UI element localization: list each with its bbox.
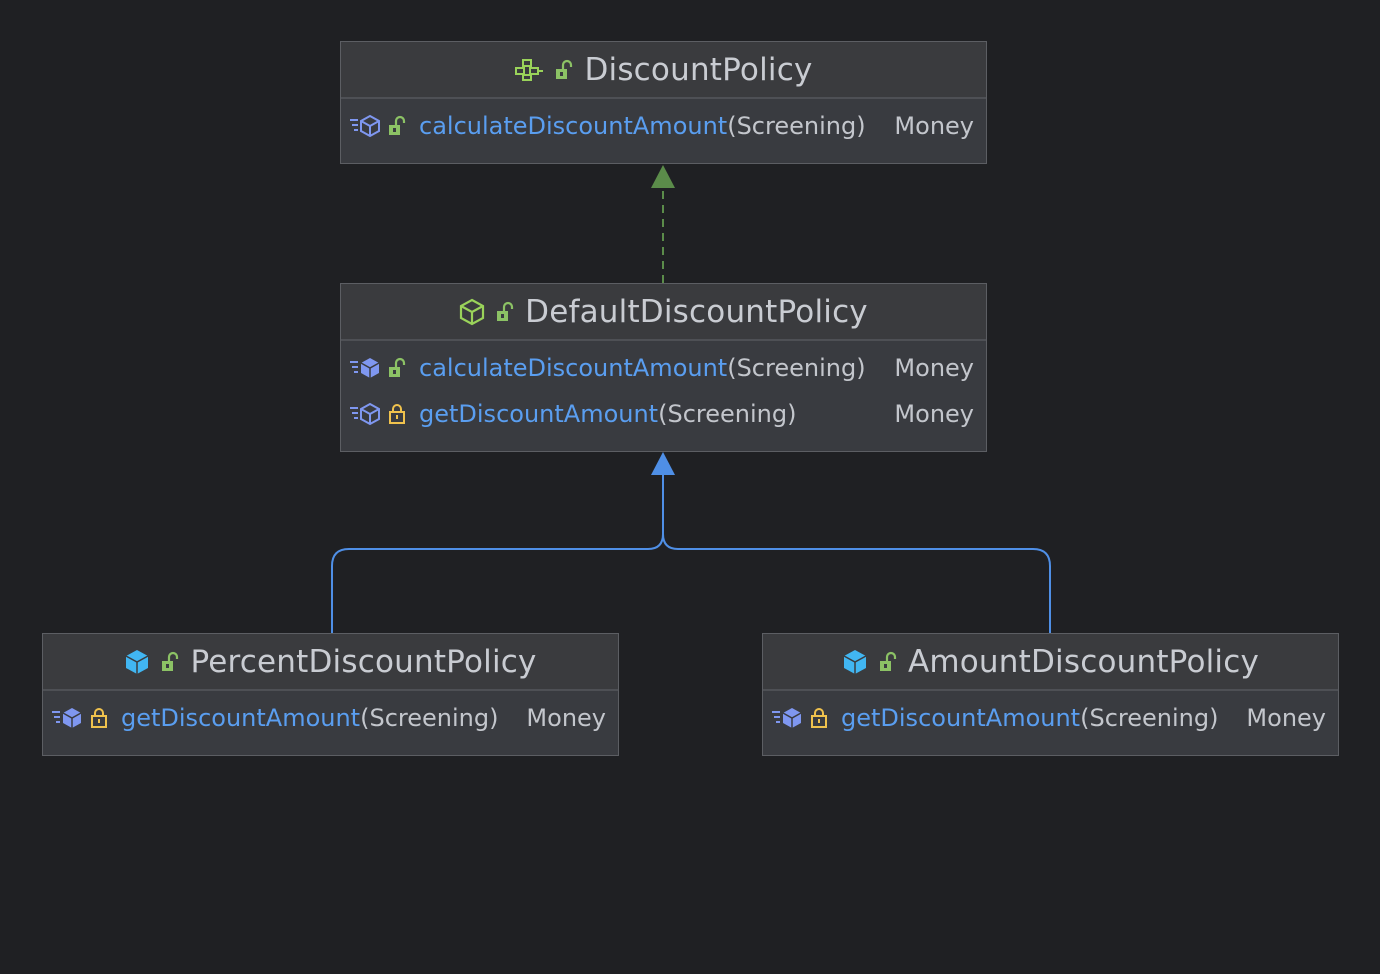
class-node-percent-discount-policy[interactable]: PercentDiscountPolicy [42, 633, 619, 756]
method-return-type: Money [526, 704, 606, 732]
class-header: PercentDiscountPolicy [43, 634, 618, 691]
method-list: calculateDiscountAmount (Screening) Mone… [341, 341, 986, 443]
private-lock-icon [809, 707, 829, 729]
abstract-method-icon [349, 114, 383, 138]
interface-icon [514, 58, 544, 82]
public-lock-icon [387, 357, 407, 379]
realization-arrowhead [651, 165, 675, 188]
generalization-edge-percent [331, 474, 664, 633]
method-return-type: Money [894, 400, 974, 428]
method-icon [349, 356, 383, 380]
method-name: calculateDiscountAmount [419, 112, 728, 140]
method-name: getDiscountAmount [419, 400, 659, 428]
public-lock-icon [878, 651, 898, 673]
class-node-default-discount-policy[interactable]: DefaultDiscountPolicy [340, 283, 987, 452]
method-row[interactable]: calculateDiscountAmount (Screening) Mone… [341, 103, 986, 149]
private-lock-icon [387, 403, 407, 425]
class-icon [124, 648, 150, 676]
method-params: (Screening) [360, 704, 499, 732]
method-icon [771, 706, 805, 730]
method-return-type: Money [894, 112, 974, 140]
class-header: DefaultDiscountPolicy [341, 284, 986, 341]
public-lock-icon [160, 651, 180, 673]
method-params: (Screening) [727, 354, 866, 382]
class-node-amount-discount-policy[interactable]: AmountDiscountPolicy [762, 633, 1339, 756]
method-row[interactable]: getDiscountAmount (Screening) Money [763, 695, 1338, 741]
private-lock-icon [89, 707, 109, 729]
class-name: PercentDiscountPolicy [190, 643, 537, 680]
method-return-type: Money [894, 354, 974, 382]
method-params: (Screening) [658, 400, 797, 428]
method-icon [51, 706, 85, 730]
public-lock-icon [554, 59, 574, 81]
method-list: getDiscountAmount (Screening) Money [763, 691, 1338, 747]
method-name: getDiscountAmount [121, 704, 361, 732]
class-name: AmountDiscountPolicy [907, 643, 1260, 680]
class-header: AmountDiscountPolicy [763, 634, 1338, 691]
public-lock-icon [495, 301, 515, 323]
class-name: DefaultDiscountPolicy [525, 293, 868, 330]
method-list: getDiscountAmount (Screening) Money [43, 691, 618, 747]
class-icon [842, 648, 868, 676]
class-node-discount-policy[interactable]: DiscountPolicy [340, 41, 987, 164]
method-params: (Screening) [727, 112, 866, 140]
method-return-type: Money [1246, 704, 1326, 732]
abstract-class-icon [459, 298, 485, 326]
method-row[interactable]: getDiscountAmount (Screening) Money [341, 391, 986, 437]
method-params: (Screening) [1080, 704, 1219, 732]
class-header: DiscountPolicy [341, 42, 986, 99]
abstract-method-icon [349, 402, 383, 426]
method-list: calculateDiscountAmount (Screening) Mone… [341, 99, 986, 155]
public-lock-icon [387, 115, 407, 137]
method-row[interactable]: calculateDiscountAmount (Screening) Mone… [341, 345, 986, 391]
class-name: DiscountPolicy [584, 51, 813, 88]
generalization-edge-amount [662, 533, 1051, 633]
method-name: getDiscountAmount [841, 704, 1081, 732]
generalization-arrowhead [651, 452, 675, 475]
method-row[interactable]: getDiscountAmount (Screening) Money [43, 695, 618, 741]
method-name: calculateDiscountAmount [419, 354, 728, 382]
